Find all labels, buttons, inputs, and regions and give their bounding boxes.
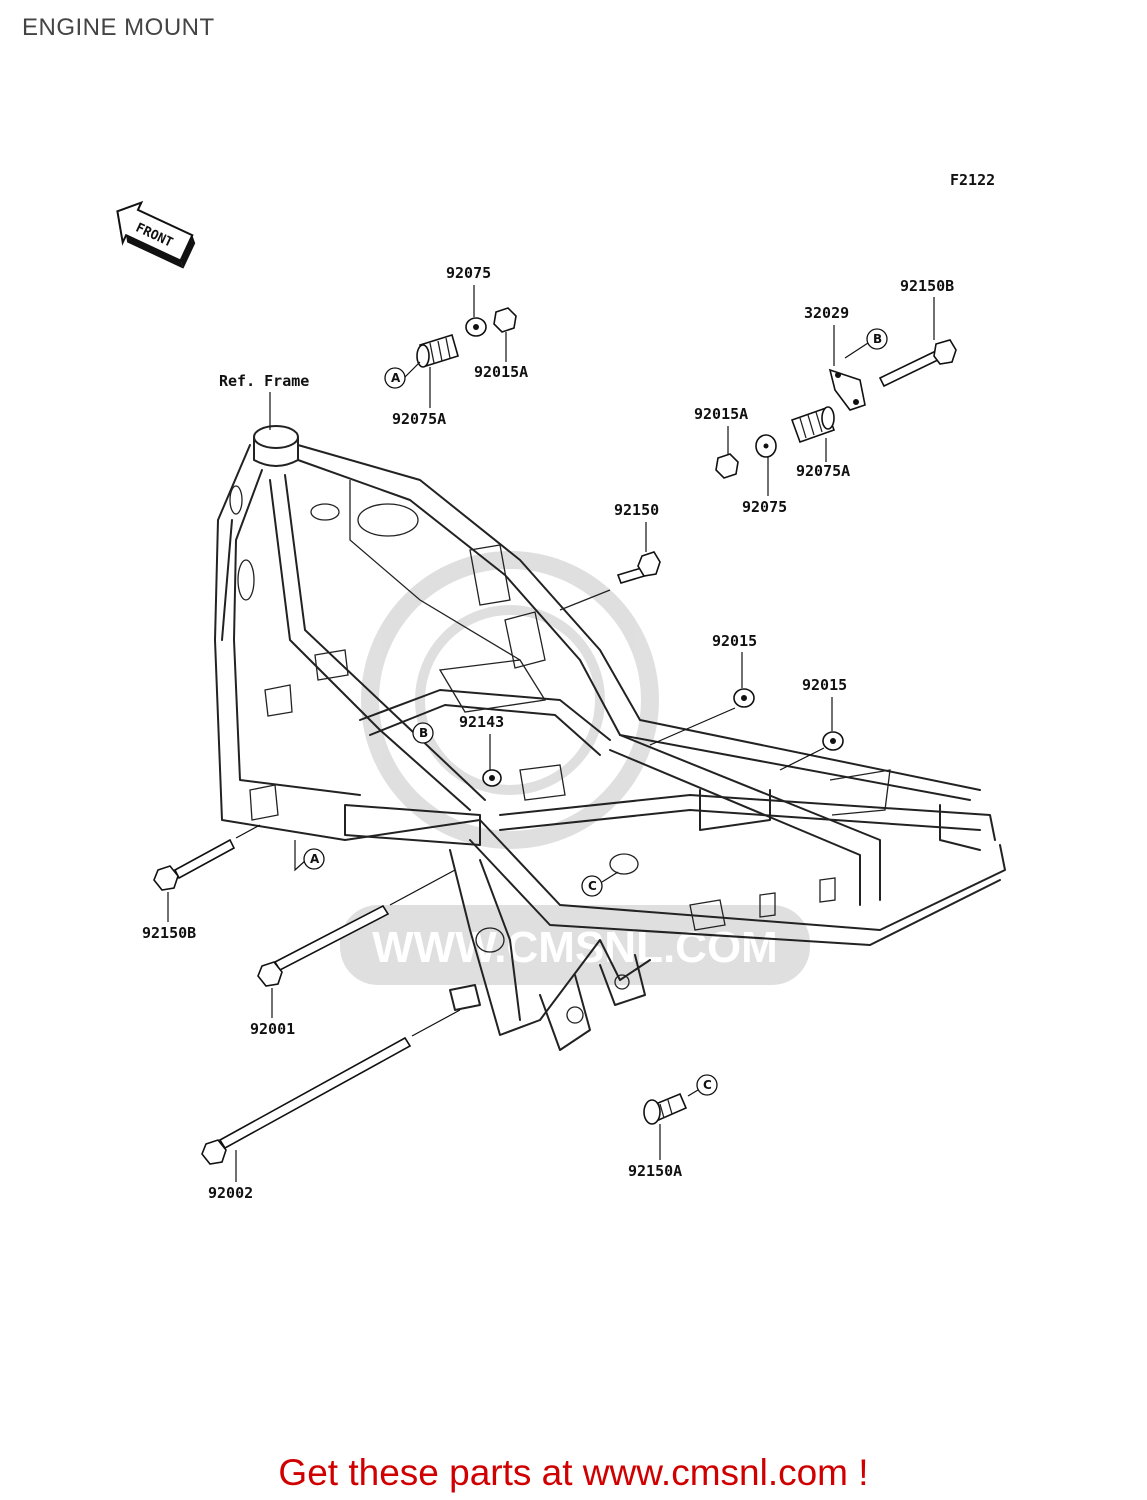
callout-b-top: B: [873, 332, 882, 346]
footer-link[interactable]: Get these parts at www.cmsnl.com !: [278, 1452, 869, 1493]
part-92002-bolt-icon: [201, 1036, 412, 1165]
callout-a-top: A: [391, 371, 401, 385]
part-92015a-right-nut-icon: [715, 453, 739, 479]
part-92150b-bolt-icon: [878, 339, 957, 388]
part-label-92150b-top[interactable]: 92150B: [900, 277, 954, 295]
part-label-92002[interactable]: 92002: [208, 1184, 253, 1202]
part-label-92150[interactable]: 92150: [614, 501, 659, 519]
part-label-92075-right[interactable]: 92075: [742, 498, 787, 516]
frame-outline: [214, 425, 1006, 1051]
part-label-92075a-top[interactable]: 92075A: [392, 410, 446, 428]
watermark: WWW.CMSNL.COM: [340, 551, 810, 985]
part-92150b-left-bolt-icon: [153, 838, 236, 891]
figure-code: F2122: [950, 171, 995, 189]
part-92015-nut-a-icon: [733, 688, 755, 708]
callout-c-circle-low: [696, 1074, 718, 1096]
part-92075a-bushing-icon: [416, 333, 459, 368]
part-label-92015-b[interactable]: 92015: [802, 676, 847, 694]
ref-frame-label: Ref. Frame: [219, 372, 309, 390]
watermark-text: WWW.CMSNL.COM: [372, 923, 778, 972]
part-92150a-stud-icon: [643, 1092, 688, 1125]
callout-b-circle-top: [866, 328, 888, 350]
part-label-92015a-right[interactable]: 92015A: [694, 405, 748, 423]
callout-c-circle-mid: [581, 875, 603, 897]
part-label-92075-top[interactable]: 92075: [446, 264, 491, 282]
callout-b-mid: B: [419, 726, 428, 740]
part-92143-collar-icon: [482, 769, 502, 787]
part-label-32029[interactable]: 32029: [804, 304, 849, 322]
callout-b-circle-mid: [412, 722, 434, 744]
part-92075-washer-icon: [465, 317, 487, 337]
part-label-92150b-left[interactable]: 92150B: [142, 924, 196, 942]
part-92001-bolt-icon: [257, 904, 390, 987]
callout-c-low: C: [703, 1078, 712, 1092]
part-92075a-right-bushing-icon: [790, 406, 836, 444]
part-92150-bolt-icon: [616, 551, 661, 584]
callout-a-circle-top: [384, 367, 406, 389]
part-label-92001[interactable]: 92001: [250, 1020, 295, 1038]
callout-c-mid: C: [588, 879, 597, 893]
part-92015a-nut-icon: [493, 307, 517, 333]
part-label-92143[interactable]: 92143: [459, 713, 504, 731]
page-title: ENGINE MOUNT: [22, 14, 215, 41]
part-92075-right-washer-icon: [755, 434, 777, 458]
part-label-92015a-top[interactable]: 92015A: [474, 363, 528, 381]
part-32029-bracket-icon: [828, 368, 866, 411]
part-92015-nut-b-icon: [822, 731, 844, 751]
callout-a-circle-low: [303, 848, 325, 870]
callout-a-low: A: [310, 852, 320, 866]
part-label-92075a-right[interactable]: 92075A: [796, 462, 850, 480]
part-label-92150a[interactable]: 92150A: [628, 1162, 682, 1180]
part-label-92015-a[interactable]: 92015: [712, 632, 757, 650]
front-arrow-icon: FRONT: [116, 200, 196, 269]
